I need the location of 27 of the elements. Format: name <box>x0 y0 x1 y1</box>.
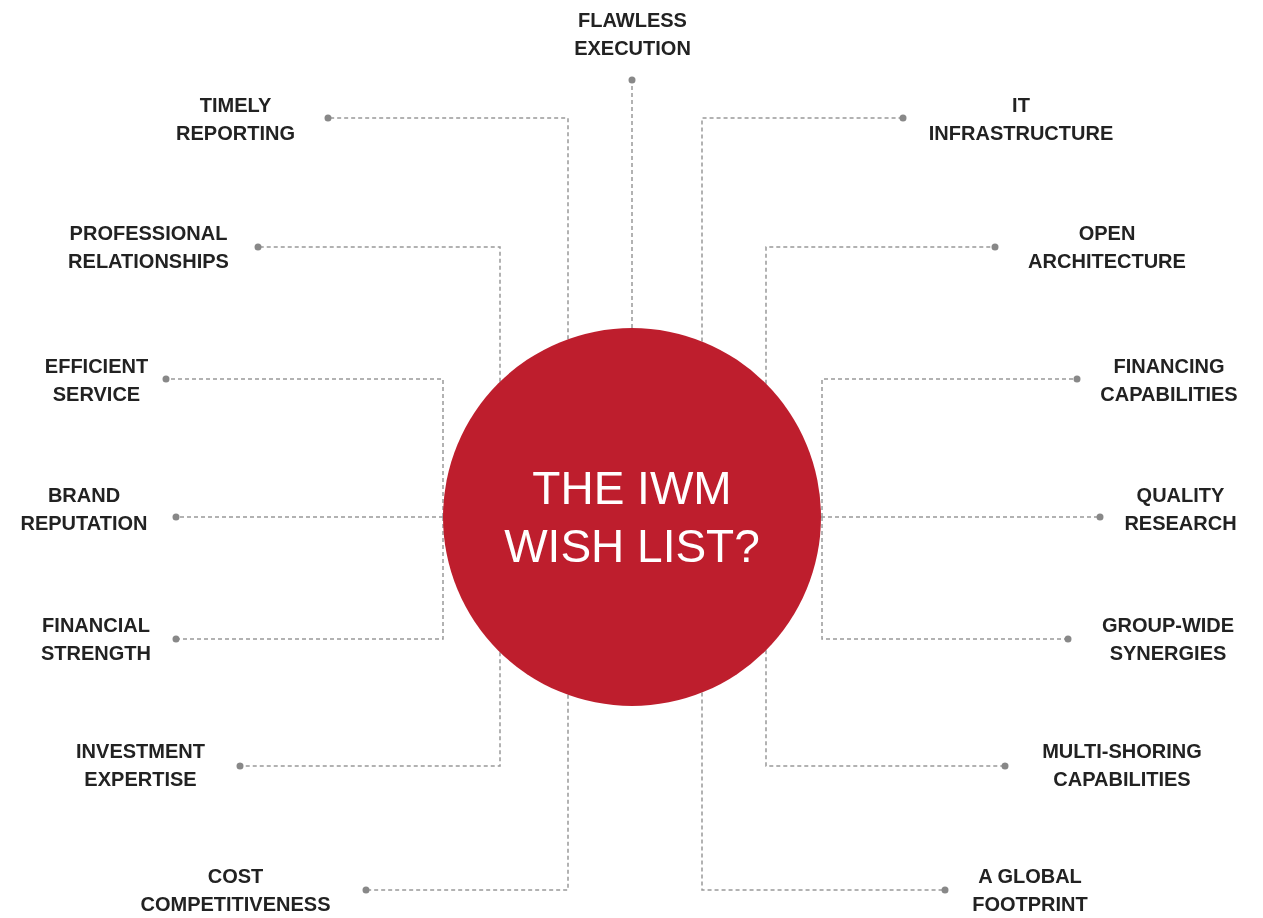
leader-line <box>324 114 569 340</box>
leader-line <box>701 691 949 894</box>
callout-label: FINANCING CAPABILITIES <box>1082 352 1256 408</box>
callout-label: QUALITY RESEARCH <box>1109 481 1252 537</box>
leader-line <box>701 114 907 343</box>
callout-label: A GLOBAL FOOTPRINT <box>962 862 1098 918</box>
callout-label: FINANCIAL STRENGTH <box>24 611 168 667</box>
callout-label: IT INFRASTRUCTURE <box>922 91 1120 147</box>
leader-line <box>362 694 569 894</box>
leader-line <box>820 513 1104 521</box>
callout-label: FLAWLESS EXECUTION <box>555 6 710 62</box>
callout-label: COST COMPETITIVENESS <box>116 862 355 918</box>
leader-line <box>254 243 501 383</box>
leader-line <box>628 76 636 329</box>
callout-label: INVESTMENT EXPERTISE <box>56 737 225 793</box>
callout-label: BRAND REPUTATION <box>2 481 166 537</box>
callout-label: GROUP-WIDE SYNERGIES <box>1078 611 1258 667</box>
callout-label: MULTI-SHORING CAPABILITIES <box>1016 737 1228 793</box>
callout-label: EFFICIENT SERVICE <box>27 352 166 408</box>
leader-line <box>765 649 1009 770</box>
callout-label: PROFESSIONAL RELATIONSHIPS <box>47 219 250 275</box>
leader-line <box>236 651 501 770</box>
leader-line <box>765 243 999 385</box>
leader-line <box>172 513 444 521</box>
callout-label: TIMELY REPORTING <box>158 91 313 147</box>
title-text: THE IWM WISH LIST? <box>503 461 761 574</box>
callout-label: OPEN ARCHITECTURE <box>1008 219 1206 275</box>
